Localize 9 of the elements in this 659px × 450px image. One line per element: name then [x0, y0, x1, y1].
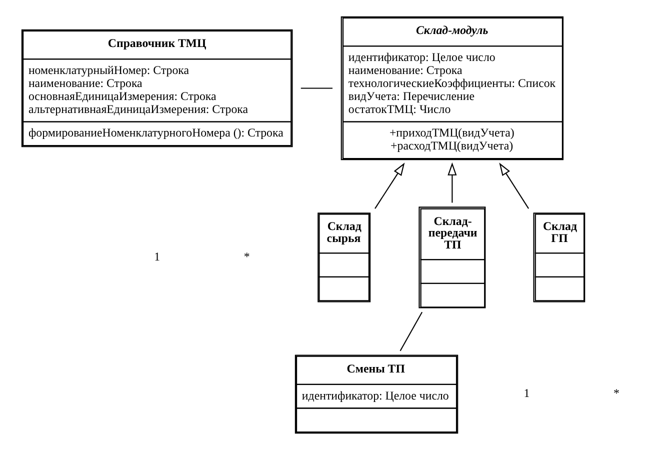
arrow: [374, 162, 405, 209]
label: 1: [154, 249, 160, 264]
connector: [300, 88, 332, 89]
label: *: [244, 249, 250, 264]
arrow: [499, 162, 530, 209]
arrow: [448, 162, 457, 203]
label: *: [614, 386, 620, 400]
label: 1: [524, 386, 530, 400]
connector: [400, 312, 423, 352]
